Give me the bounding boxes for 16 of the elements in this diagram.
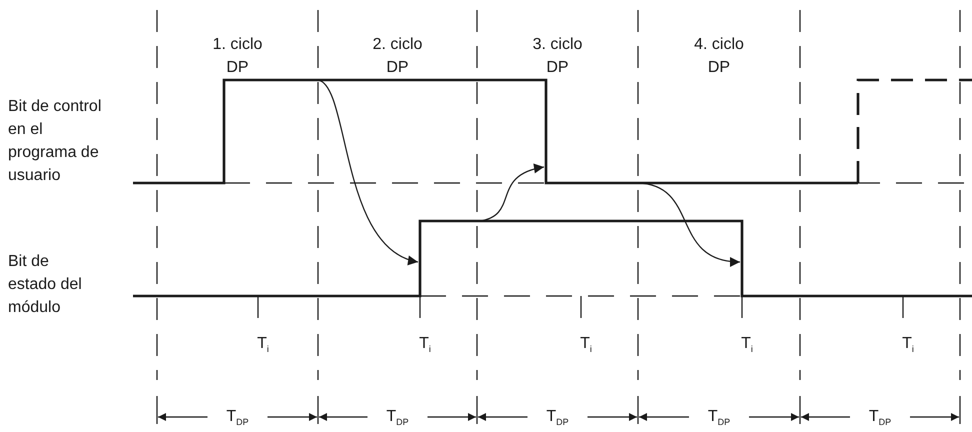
cycle-label: 1. ciclo DP — [212, 35, 264, 78]
time-label: T$_{i}$ — [740, 334, 754, 356]
signal-label: Bit de estado del módulo — [8, 252, 83, 318]
cycle-label: 4. ciclo DP — [693, 35, 745, 78]
time-label: T$_{i}$ — [418, 334, 432, 356]
duration-label: T$_{DP}$ — [706, 407, 732, 430]
duration-label: T$_{DP}$ — [385, 407, 410, 430]
time-label: T$_{i}$ — [579, 334, 593, 356]
duration-label: T$_{DP}$ — [225, 407, 250, 430]
time-label: T$_{i}$ — [901, 334, 915, 356]
duration-label: T$_{DP}$ — [545, 407, 570, 430]
cycle-label: 2. ciclo DP — [372, 35, 424, 78]
time-label: T$_{i}$ — [256, 334, 270, 356]
duration-label: T$_{DP}$ — [868, 407, 892, 430]
cycle-label: 3. ciclo DP — [532, 35, 584, 78]
signal-label: Bit de control en el programa de usuario — [8, 97, 102, 186]
